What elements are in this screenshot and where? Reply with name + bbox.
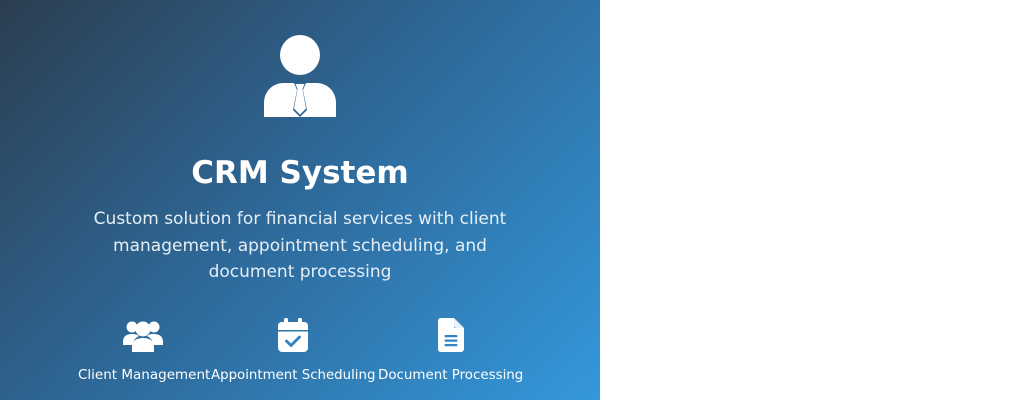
users-icon — [123, 321, 163, 352]
page-title: CRM System — [191, 155, 409, 191]
feature-client-management: Client Management — [78, 318, 210, 388]
feature-list: Client Management Appointment Scheduling — [0, 318, 600, 388]
feature-label: Appointment Scheduling — [211, 367, 376, 383]
user-tie-icon — [264, 35, 336, 117]
file-document-icon — [438, 318, 464, 352]
feature-appointment-scheduling: Appointment Scheduling — [211, 318, 375, 388]
feature-label: Document Processing — [378, 367, 524, 383]
calendar-check-icon — [278, 318, 308, 352]
feature-label: Client Management — [78, 367, 211, 383]
project-description: Custom solution for financial services w… — [93, 209, 507, 282]
feature-document-processing: Document Processing — [378, 318, 523, 388]
project-card: CRM System Custom solution for financial… — [0, 0, 600, 400]
